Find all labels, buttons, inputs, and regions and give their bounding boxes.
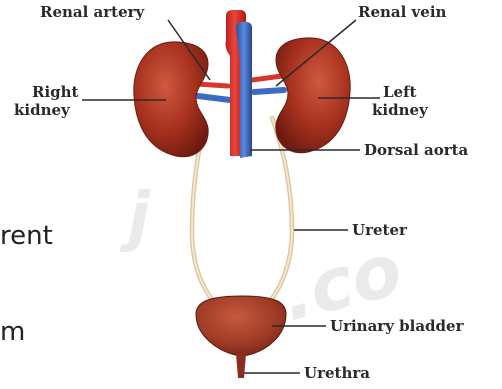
cropped-text-line1: rent (0, 221, 53, 251)
label-ureter: Ureter (352, 222, 407, 239)
label-dorsal-aorta: Dorsal aorta (364, 142, 468, 159)
cropped-text-line2: m (0, 317, 25, 347)
label-urethra: Urethra (304, 365, 370, 382)
label-renal-vein: Renal vein (358, 4, 446, 21)
urethra (236, 354, 246, 378)
label-left-kidney-line2: kidney (372, 102, 428, 119)
left-renal-artery (252, 76, 282, 80)
right-renal-artery (197, 84, 228, 86)
label-left-kidney-line1: Left (383, 84, 416, 101)
label-right-kidney-line2: kidney (14, 102, 70, 119)
right-renal-vein (198, 96, 230, 100)
label-urinary-bladder: Urinary bladder (330, 318, 463, 335)
label-right-kidney-line1: Right (32, 84, 79, 101)
label-renal-artery: Renal artery (40, 4, 144, 21)
left-renal-vein (254, 90, 284, 92)
